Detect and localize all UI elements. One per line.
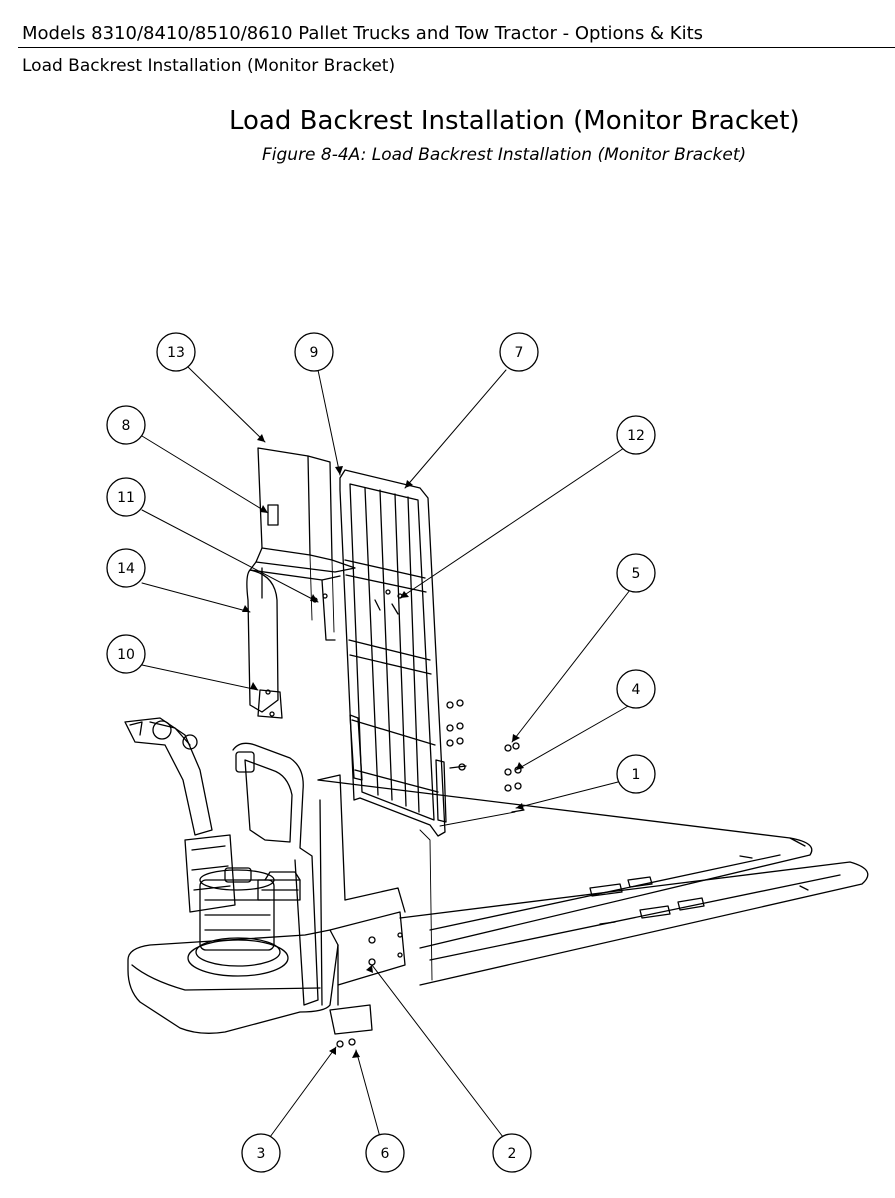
svg-text:13: 13 bbox=[167, 345, 185, 361]
fork-lower bbox=[399, 855, 869, 986]
svg-text:7: 7 bbox=[515, 345, 524, 361]
figure-caption: Figure 8-4A: Load Backrest Installation … bbox=[262, 145, 747, 165]
page-title: Load Backrest Installation (Monitor Brac… bbox=[229, 106, 800, 136]
callout-2: 2 bbox=[492, 1133, 532, 1173]
document-title: Models 8310/8410/8510/8610 Pallet Trucks… bbox=[22, 23, 704, 44]
callout-4: 4 bbox=[616, 669, 656, 709]
callout-8: 8 bbox=[106, 405, 146, 445]
hardware bbox=[265, 589, 525, 1048]
leader-lines bbox=[141, 366, 631, 1138]
svg-text:1: 1 bbox=[632, 767, 641, 783]
svg-text:6: 6 bbox=[381, 1146, 390, 1162]
callout-13: 13 bbox=[156, 332, 196, 372]
fork-upper bbox=[317, 779, 813, 949]
callout-3: 3 bbox=[241, 1133, 281, 1173]
operator-handle bbox=[232, 742, 319, 1006]
callout-14: 14 bbox=[106, 548, 146, 588]
tiller-arm bbox=[124, 717, 213, 836]
section-subtitle: Load Backrest Installation (Monitor Brac… bbox=[22, 56, 396, 76]
svg-text:14: 14 bbox=[117, 561, 135, 577]
callout-10: 10 bbox=[106, 634, 146, 674]
svg-text:3: 3 bbox=[257, 1146, 266, 1162]
svg-text:11: 11 bbox=[117, 490, 135, 506]
leader-arrowheads bbox=[242, 434, 524, 1058]
callout-11: 11 bbox=[106, 477, 146, 517]
monitor-bracket bbox=[246, 447, 356, 719]
drive-motor bbox=[184, 834, 289, 977]
callout-1: 1 bbox=[616, 754, 656, 794]
svg-text:9: 9 bbox=[310, 345, 319, 361]
callout-12: 12 bbox=[616, 415, 656, 455]
truck-base bbox=[127, 774, 406, 1035]
svg-text:10: 10 bbox=[117, 647, 135, 663]
header-divider bbox=[18, 47, 895, 48]
callout-9: 9 bbox=[294, 332, 334, 372]
callout-6: 6 bbox=[365, 1133, 405, 1173]
assembly-guide-lines bbox=[309, 554, 516, 981]
callout-5: 5 bbox=[616, 553, 656, 593]
svg-text:2: 2 bbox=[508, 1146, 517, 1162]
svg-text:5: 5 bbox=[632, 566, 641, 582]
svg-text:12: 12 bbox=[627, 428, 645, 444]
svg-text:4: 4 bbox=[632, 682, 641, 698]
callout-7: 7 bbox=[499, 332, 539, 372]
svg-text:8: 8 bbox=[122, 418, 131, 434]
load-backrest bbox=[339, 469, 447, 837]
